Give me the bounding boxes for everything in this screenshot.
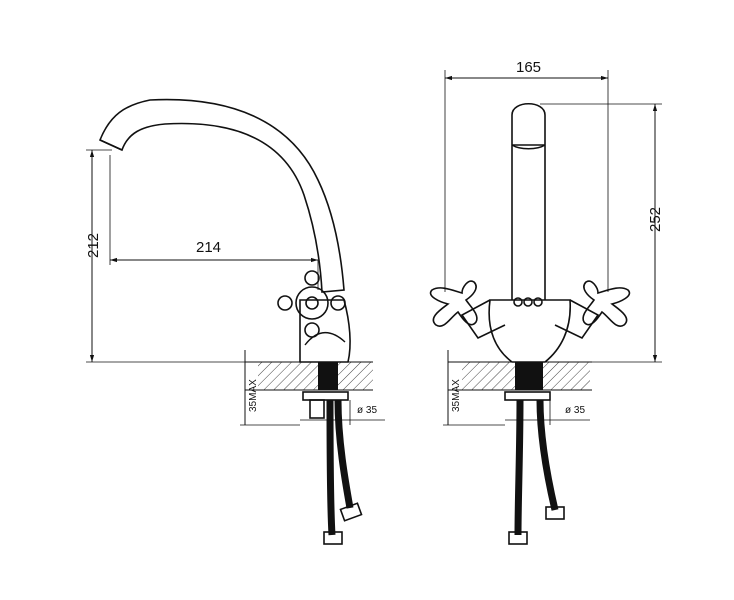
cross-handle-left: [429, 280, 478, 327]
hose-front-2: [536, 399, 559, 511]
shank-side: [318, 362, 338, 390]
body-front: [488, 299, 571, 363]
spout-front: [511, 102, 546, 300]
dim-thickness-front: 35MAX: [451, 379, 462, 412]
cross-handle-side: [277, 270, 346, 338]
dim-hole-front: ø 35: [565, 405, 585, 416]
dim-hole-side: ø 35: [357, 405, 377, 416]
side-view: [86, 98, 385, 545]
countertop-side: [258, 362, 373, 390]
hose-side-1: [326, 399, 336, 536]
dim-height-front: 252: [647, 207, 664, 232]
dim-width-front: 165: [516, 59, 541, 76]
dim-height-side: 212: [85, 233, 102, 258]
shank-front: [515, 362, 543, 390]
hose-side-2: [334, 399, 354, 509]
dim-thickness-side: 35MAX: [248, 379, 259, 412]
hose-front-1: [514, 399, 524, 536]
cross-handle-right: [582, 280, 631, 327]
spout-side: [98, 98, 345, 293]
dim-reach-side: 214: [196, 239, 221, 256]
front-view: [429, 70, 662, 545]
